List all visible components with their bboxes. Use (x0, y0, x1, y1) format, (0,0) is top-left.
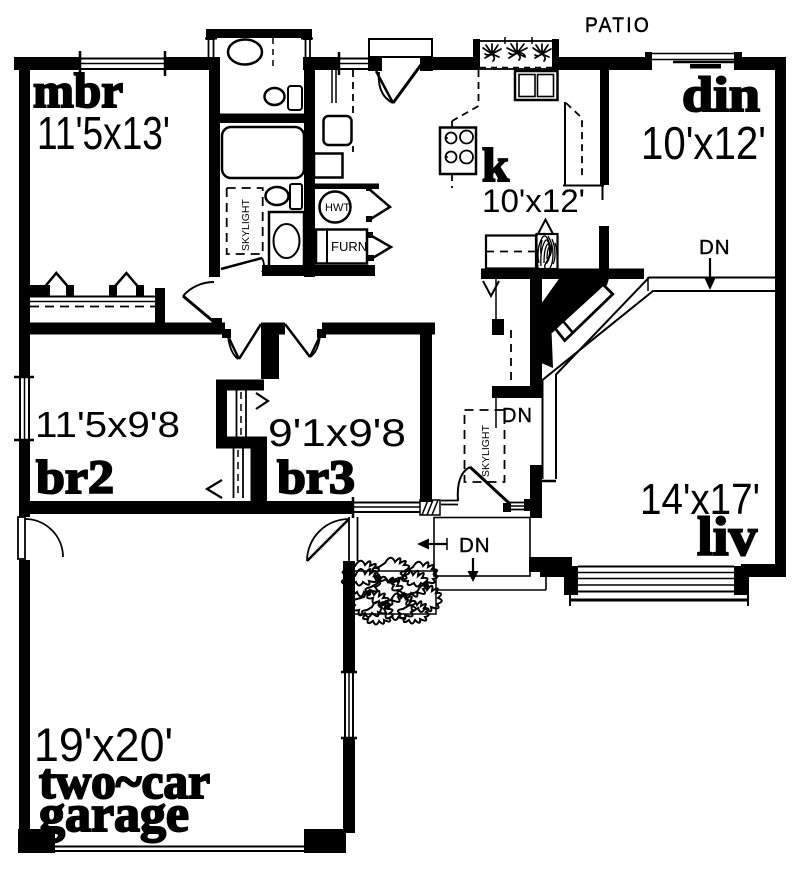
svg-text:SKYLIGHT: SKYLIGHT (240, 198, 252, 251)
svg-text:k: k (482, 139, 509, 192)
svg-text:liv: liv (697, 506, 758, 567)
svg-text:br3: br3 (277, 451, 355, 504)
svg-text:SKYLIGHT: SKYLIGHT (480, 424, 492, 477)
svg-text:19'x20': 19'x20' (34, 718, 173, 771)
svg-text:two~car: two~car (39, 753, 210, 809)
svg-text:PATIO: PATIO (585, 14, 651, 37)
svg-text:11'5x9'8: 11'5x9'8 (35, 404, 180, 445)
svg-text:HWT: HWT (325, 202, 350, 214)
svg-text:11'5x13': 11'5x13' (37, 107, 170, 159)
svg-text:garage: garage (39, 786, 189, 843)
svg-text:DN: DN (459, 534, 491, 557)
svg-text:10'x12': 10'x12' (641, 117, 766, 169)
svg-text:mbr: mbr (33, 63, 123, 118)
svg-text:14'x17': 14'x17' (640, 475, 760, 524)
svg-text:din: din (682, 66, 760, 122)
svg-text:br2: br2 (36, 451, 114, 504)
svg-text:10'x12': 10'x12' (482, 183, 585, 219)
svg-text:DN: DN (699, 236, 731, 259)
svg-text:9'1x9'8: 9'1x9'8 (268, 412, 406, 455)
svg-text:DN: DN (502, 405, 533, 427)
svg-text:FURN: FURN (331, 239, 367, 254)
